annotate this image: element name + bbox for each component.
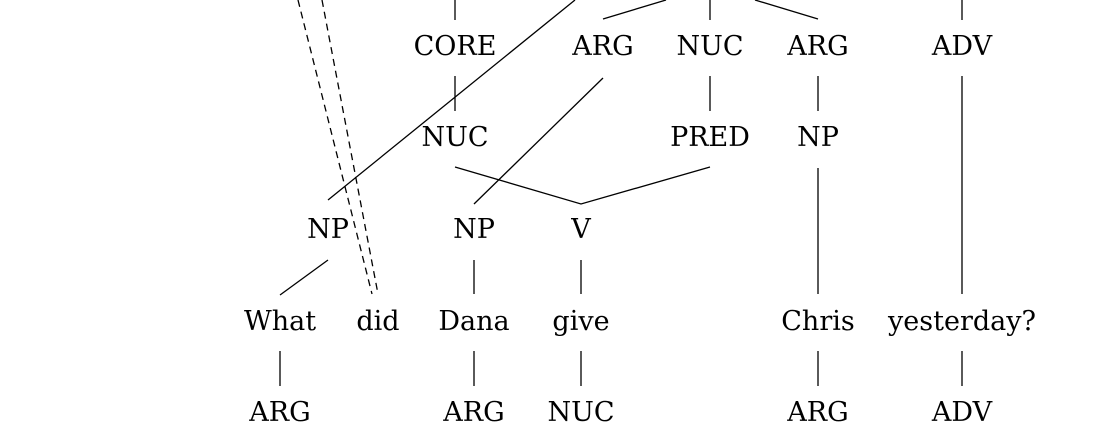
node-adv-upper: ADV bbox=[931, 31, 993, 62]
label-give-nuc: NUC bbox=[547, 397, 614, 428]
node-arg-upper-2: ARG bbox=[786, 31, 848, 62]
label-what-arg: ARG bbox=[248, 397, 310, 428]
edge-did-dashed-2 bbox=[321, 0, 379, 295]
node-nuc-upper: NUC bbox=[676, 31, 743, 62]
node-core: CORE bbox=[414, 31, 497, 62]
word-dana: Dana bbox=[438, 306, 509, 337]
node-np-what: NP bbox=[307, 214, 349, 245]
edge-did-dashed-1 bbox=[297, 0, 373, 295]
edge-arg1-up bbox=[602, 0, 667, 20]
edge-arg2-up bbox=[754, 0, 819, 20]
node-pred: PRED bbox=[670, 122, 750, 153]
node-v: V bbox=[570, 214, 591, 245]
node-np-dana: NP bbox=[453, 214, 495, 245]
node-arg-upper-1: ARG bbox=[571, 31, 633, 62]
edge-arg-np-dana bbox=[473, 77, 604, 205]
node-np-chris: NP bbox=[797, 122, 839, 153]
node-nuc-mid: NUC bbox=[421, 122, 488, 153]
word-what: What bbox=[244, 306, 316, 337]
label-yesterday-adv: ADV bbox=[931, 397, 993, 428]
tree-nodes: CORE ARG NUC ARG ADV NUC PRED NP NP NP V… bbox=[244, 31, 1036, 428]
edge-nuc-pred-v bbox=[454, 166, 711, 205]
label-chris-arg: ARG bbox=[786, 397, 848, 428]
word-chris: Chris bbox=[781, 306, 854, 337]
edge-np-what-word bbox=[279, 259, 329, 296]
word-give: give bbox=[552, 306, 609, 337]
word-did: did bbox=[356, 306, 399, 337]
label-dana-arg: ARG bbox=[442, 397, 504, 428]
tree-edges bbox=[279, 0, 963, 386]
edge-np-what-up bbox=[327, 0, 576, 201]
word-yesterday: yesterday? bbox=[887, 306, 1036, 337]
